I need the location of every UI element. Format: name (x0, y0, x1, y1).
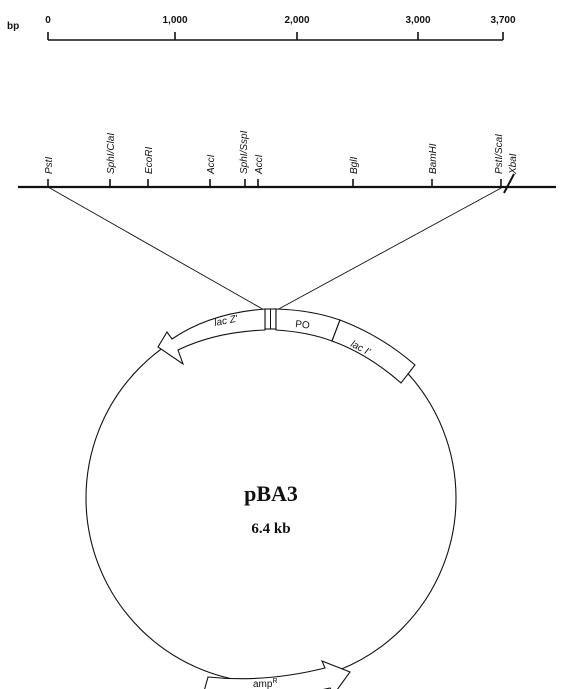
insert-connectors (47, 186, 504, 312)
plasmid-size: 6.4 kb (251, 521, 290, 537)
scale-tick-label: 1,000 (162, 15, 187, 26)
lacz-arrow (157, 308, 266, 366)
site-label: PstI/ScaI (494, 134, 505, 174)
po-label: PO (295, 319, 311, 331)
plasmid-map: lac Z' PO lac I' ampR pBA3 6.4 kb (85, 308, 457, 689)
scale-tick-label: 2,000 (284, 15, 309, 26)
insert-map: PstI SphI/ClaI EcoRI AccI SphI/SspI AccI… (18, 130, 556, 194)
connector-right (274, 186, 504, 312)
site-label: EcoRI (144, 147, 155, 174)
site-label: PstI (44, 157, 55, 174)
plasmid-name: pBA3 (244, 481, 298, 506)
ampr-label: ampR (253, 678, 278, 689)
site-label: BamHI (428, 143, 439, 174)
ampr-arrow (204, 660, 351, 689)
ampr-label-base: amp (253, 679, 273, 689)
scale-bar: bp 0 1,000 2,000 3,000 3,700 (7, 15, 516, 41)
xbai-slash-tick (503, 173, 515, 194)
scale-tick-label: 0 (45, 15, 51, 26)
site-label: BglI (349, 157, 360, 174)
laci-segment (331, 319, 416, 384)
site-label: AccI (254, 154, 265, 175)
ampr-label-superscript: R (272, 678, 277, 685)
site-label: XbaI (508, 153, 519, 175)
site-label: SphI/SspI (239, 130, 250, 174)
scale-unit-label: bp (7, 21, 19, 32)
scale-tick-label: 3,000 (405, 15, 430, 26)
scale-tick-label: 3,700 (490, 15, 515, 26)
lacz-label: lac Z' (213, 313, 239, 329)
site-label: AccI (206, 154, 217, 175)
connector-left (47, 186, 267, 312)
site-label: SphI/ClaI (106, 133, 117, 174)
